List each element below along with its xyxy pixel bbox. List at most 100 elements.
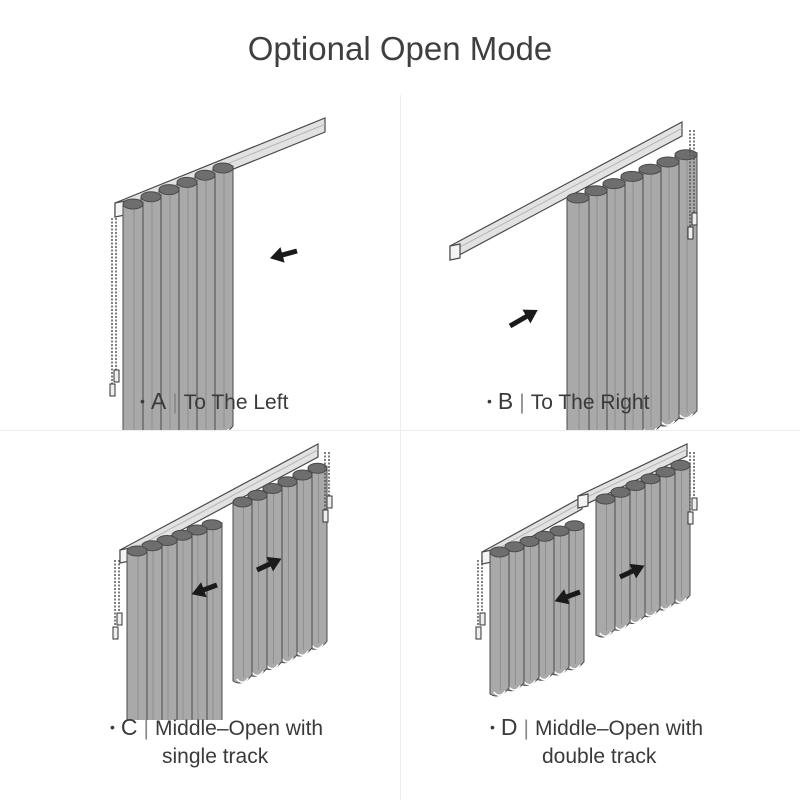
slat-weight — [614, 624, 627, 631]
slat-hanger — [141, 540, 163, 552]
slat — [126, 548, 148, 720]
caption-label: To The Right — [530, 391, 650, 414]
bullet-icon: • — [110, 719, 115, 735]
slat-weight — [236, 677, 249, 683]
bullet-icon: • — [487, 393, 492, 409]
arrow-head — [522, 309, 538, 324]
caption-letter: C — [120, 714, 138, 740]
caption-label-line2: single track — [162, 745, 269, 768]
caption-letter: D — [500, 714, 518, 740]
caption-label: Middle–Open with — [155, 717, 324, 740]
caption-b: •B|To The Right — [487, 388, 649, 415]
arrow-head — [554, 589, 570, 605]
slat-weight — [266, 664, 279, 670]
slat-hanger — [534, 530, 555, 542]
slat-hanger — [564, 520, 585, 532]
direction-arrows — [554, 563, 645, 605]
slat-stack-right — [595, 459, 691, 638]
slat-hanger — [232, 496, 253, 508]
slat-hanger — [292, 469, 313, 481]
slat-hanger — [247, 489, 268, 501]
slat-hanger — [186, 524, 208, 536]
slat-hanger — [122, 198, 144, 210]
slat-hanger — [489, 546, 510, 558]
slat-hanger — [584, 185, 608, 197]
headrail-groove — [449, 127, 683, 253]
slat — [158, 187, 180, 430]
cord-weight — [475, 626, 482, 640]
headrail-groove — [577, 448, 688, 502]
slat-hanger — [201, 519, 223, 531]
slat-hanger — [307, 462, 328, 474]
slat-weight — [642, 427, 658, 430]
slat-hanger — [158, 184, 180, 196]
slat-weight — [296, 650, 309, 656]
cord-weight — [113, 369, 120, 383]
slat-hanger — [602, 178, 626, 190]
slat-hanger — [549, 525, 570, 537]
slat-weight — [660, 420, 676, 426]
slat-hanger — [656, 156, 680, 168]
slat-stack-right — [232, 462, 328, 684]
slat-hanger — [504, 541, 525, 553]
slat-hanger — [126, 545, 148, 557]
pull-cord — [109, 218, 120, 397]
caption-a: •A|To The Left — [140, 388, 288, 415]
panel-a — [0, 100, 400, 470]
horizontal-divider — [0, 430, 800, 431]
headrail-endcap — [449, 243, 461, 261]
cord-weight — [691, 212, 698, 226]
direction-arrows — [191, 556, 282, 598]
slat — [584, 188, 608, 430]
blind-illustration-b — [449, 120, 698, 430]
blind-illustration-a — [109, 117, 326, 430]
slat-weight — [599, 631, 612, 637]
pull-cord — [475, 452, 698, 640]
arrow-shaft — [508, 312, 531, 329]
headrail — [449, 120, 683, 262]
arrow-head — [266, 556, 282, 572]
panel-b — [400, 100, 800, 470]
slat-hanger — [670, 459, 691, 471]
caption-label: Middle–Open with — [535, 717, 704, 740]
cord-weight — [109, 383, 116, 397]
slat-weight — [523, 680, 536, 686]
slat-stack-left — [126, 519, 223, 720]
bullet-icon: • — [490, 719, 495, 735]
slat-weight — [553, 669, 566, 675]
slat-weight — [508, 685, 521, 691]
slat-weight — [311, 643, 324, 650]
slat-hanger — [140, 191, 162, 203]
slat-stack — [122, 162, 234, 430]
cord-weight — [326, 495, 333, 509]
cord-weight — [687, 226, 694, 240]
slat-hanger — [625, 480, 646, 491]
slat-hanger — [262, 483, 283, 494]
slat — [232, 499, 253, 684]
slat — [194, 172, 216, 430]
cord-weight — [479, 612, 486, 626]
slat — [212, 165, 234, 430]
page-title: Optional Open Mode — [247, 30, 553, 67]
caption-separator: | — [519, 391, 525, 414]
slat — [140, 194, 162, 430]
slat-hanger — [519, 536, 540, 547]
slat-weight — [493, 690, 506, 696]
caption-d: •D|Middle–Open with double track — [490, 714, 703, 769]
slat-hanger — [638, 163, 662, 175]
slat-hanger — [171, 529, 193, 541]
slat-hanger — [277, 476, 298, 488]
slat-weight — [674, 597, 687, 604]
slat-hanger — [212, 162, 234, 174]
slat-hanger — [610, 486, 631, 498]
slat-weight — [281, 657, 294, 663]
slat-hanger — [176, 176, 198, 188]
slat-weight — [678, 413, 694, 419]
arrow-head — [191, 582, 207, 598]
cord-weight — [112, 626, 119, 640]
slat-hanger — [566, 192, 590, 204]
slat — [602, 181, 626, 430]
caption-letter: A — [150, 388, 167, 414]
panel-c — [0, 430, 400, 800]
direction-arrow-right — [508, 309, 538, 329]
